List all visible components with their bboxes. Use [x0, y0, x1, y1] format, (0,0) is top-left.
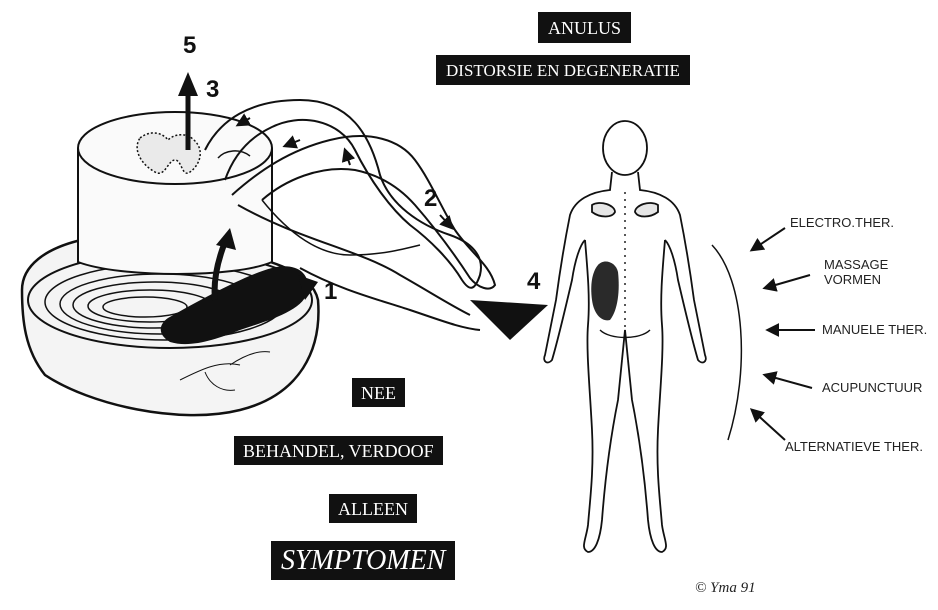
therapy-electro: ELECTRO.THER.: [790, 216, 894, 230]
human-figure-back: [544, 121, 706, 552]
label-symptomen: SYMPTOMEN: [271, 541, 455, 580]
therapy-shield-arc: [712, 245, 741, 440]
therapy-massage-line1: MASSAGE: [824, 258, 888, 272]
number-2: 2: [424, 187, 437, 211]
therapy-arrows: [752, 228, 815, 440]
number-4: 4: [527, 270, 540, 294]
number-5: 5: [183, 34, 196, 58]
number-3: 3: [206, 78, 219, 102]
therapy-massage-line2: VORMEN: [824, 273, 881, 287]
label-nee: NEE: [352, 378, 405, 407]
label-anulus: ANULUS: [538, 12, 631, 43]
label-distorsie-en-degeneratie: DISTORSIE EN DEGENERATIE: [436, 55, 690, 85]
signature: © Yma 91: [695, 580, 756, 597]
label-alleen: ALLEEN: [329, 494, 417, 523]
label-behandel-verdoof: BEHANDEL, VERDOOF: [234, 436, 443, 465]
therapy-acupunctuur: ACUPUNCTUUR: [822, 381, 922, 395]
therapy-manuele: MANUELE THER.: [822, 323, 927, 337]
number-1: 1: [324, 280, 337, 304]
spinal-cord-segment: [78, 112, 272, 274]
therapy-alternatieve: ALTERNATIEVE THER.: [785, 440, 923, 454]
